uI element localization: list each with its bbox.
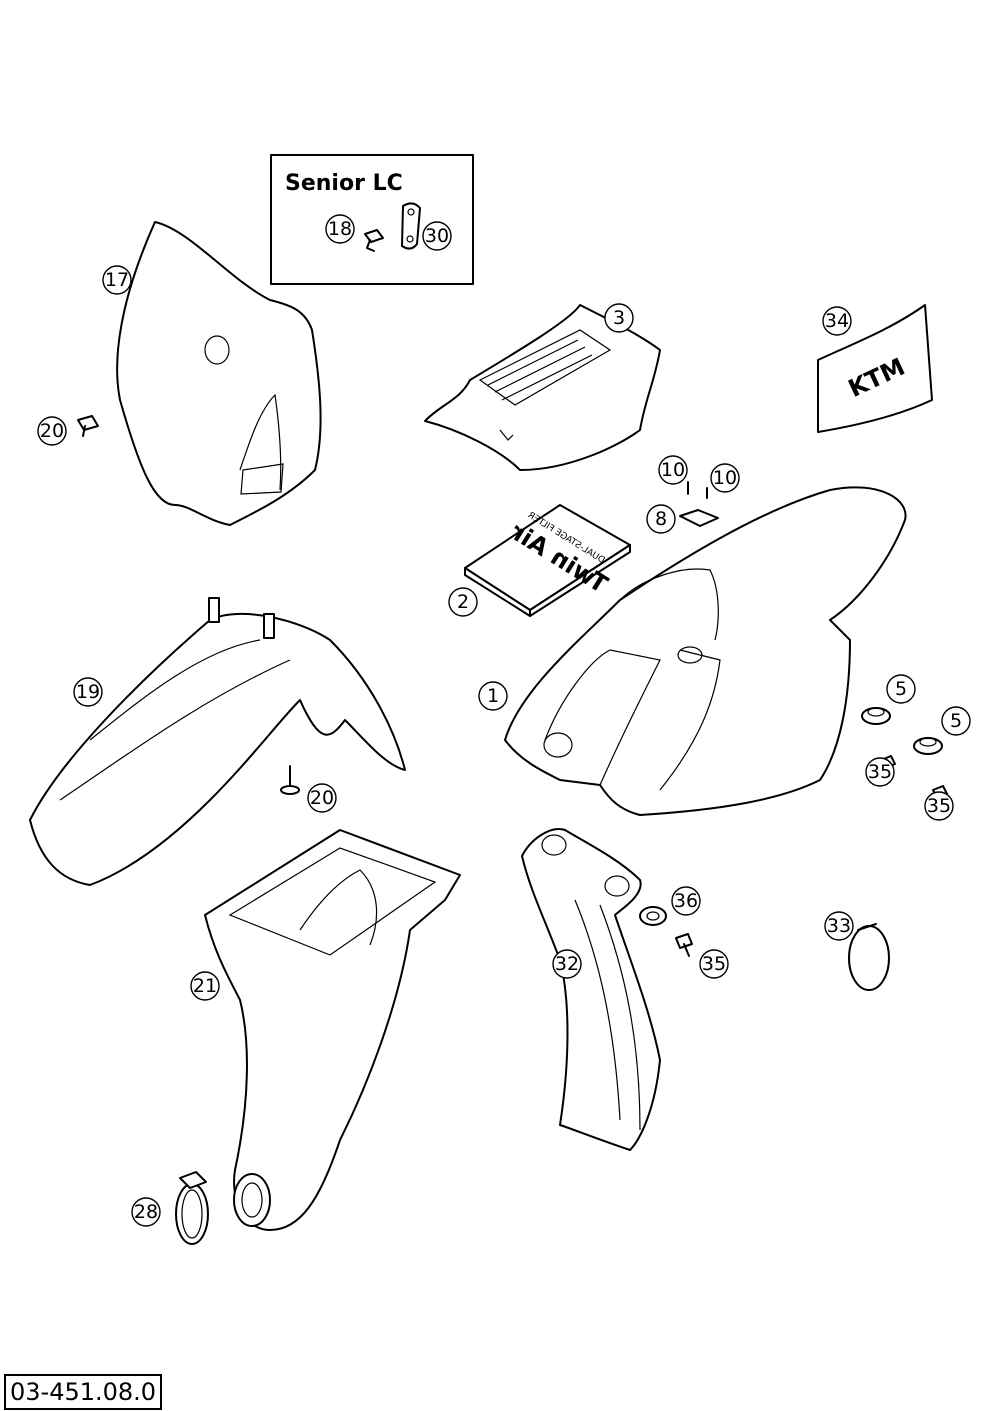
callout-35-upper: 35 [865,757,895,787]
part-1-rear-fender [504,486,907,816]
part-2-air-filter: Twin Air DUAL-STAGE FILTER [464,504,631,617]
inset-title: Senior LC [285,171,403,196]
svg-text:5: 5 [895,678,907,700]
svg-text:1: 1 [487,685,499,707]
svg-text:5: 5 [950,710,962,732]
callout-10-left: 10 [658,455,688,485]
callout-20-upper: 20 [37,416,67,446]
callout-17: 17 [102,265,132,295]
callout-21: 21 [190,971,220,1001]
callout-32: 32 [552,949,582,979]
part-33-cable-tie [848,923,890,991]
svg-text:21: 21 [193,975,217,997]
svg-text:18: 18 [328,218,352,240]
svg-text:10: 10 [661,459,685,481]
callout-34: 34 [822,306,852,336]
callout-1: 1 [478,681,508,711]
document-number: 03-451.08.0 [4,1374,163,1410]
svg-text:19: 19 [76,681,100,703]
senior-lc-inset: Senior LC 18 30 [270,154,474,285]
callout-10-right: 10 [710,463,740,493]
callout-2: 2 [448,587,478,617]
svg-text:35: 35 [702,953,726,975]
svg-text:34: 34 [825,310,849,332]
part-34-decal: KTM [817,304,933,433]
svg-text:3: 3 [613,307,625,329]
callout-8: 8 [646,504,676,534]
svg-text:17: 17 [105,269,129,291]
part-17-number-plate [116,221,322,526]
part-28-hose-clamp [175,1171,209,1245]
svg-text:36: 36 [674,890,698,912]
svg-text:10: 10 [713,467,737,489]
callout-28: 28 [131,1197,161,1227]
callout-30: 30 [422,221,452,251]
svg-text:35: 35 [868,761,892,783]
part-32-intake-duct [521,828,661,1151]
callout-35-lower: 35 [924,791,954,821]
svg-text:30: 30 [425,225,449,247]
svg-text:20: 20 [40,420,64,442]
svg-text:32: 32 [555,953,579,975]
svg-text:2: 2 [457,591,469,613]
svg-text:35: 35 [927,795,951,817]
callout-5-lower: 5 [941,706,971,736]
svg-text:28: 28 [134,1201,158,1223]
callout-35-middle: 35 [699,949,729,979]
callout-19: 19 [73,677,103,707]
svg-text:33: 33 [827,915,851,937]
callout-5-upper: 5 [886,674,916,704]
svg-text:8: 8 [655,508,667,530]
callout-33: 33 [824,911,854,941]
callout-36: 36 [671,886,701,916]
part-3-airbox-lid [424,304,661,471]
part-21-air-intake [204,829,461,1231]
svg-text:20: 20 [310,787,334,809]
callout-3: 3 [604,303,634,333]
callout-20-lower: 20 [307,783,337,813]
part-19-front-fender [29,597,406,886]
callout-18: 18 [325,214,355,244]
